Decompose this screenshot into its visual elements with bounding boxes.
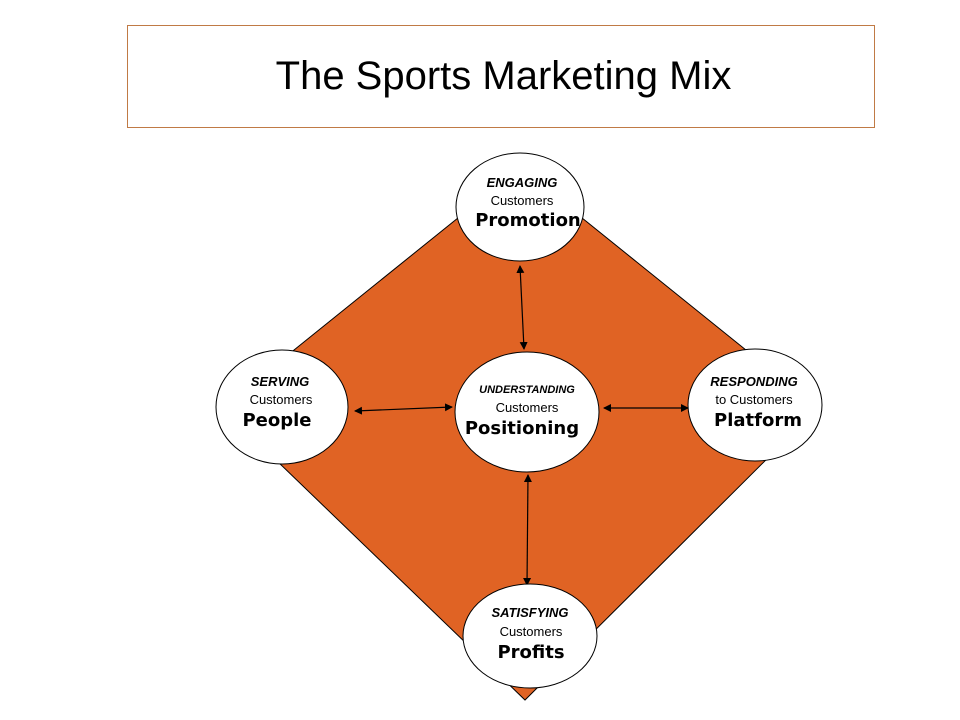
node-profits-object: Customers bbox=[500, 624, 563, 639]
page-title: The Sports Marketing Mix bbox=[275, 54, 732, 98]
node-promotion: ENGAGING Customers Promotion bbox=[455, 152, 585, 262]
node-profits: SATISFYING Customers Profits bbox=[462, 583, 598, 689]
node-positioning-p: Positioning bbox=[465, 418, 579, 439]
node-people-circle bbox=[215, 349, 349, 465]
node-platform: RESPONDING to Customers Platform bbox=[687, 348, 823, 462]
node-promotion-object: Customers bbox=[491, 193, 554, 208]
node-positioning-verb: UNDERSTANDING bbox=[479, 384, 575, 396]
arrow-center-bottom bbox=[523, 474, 532, 586]
node-positioning-circle bbox=[454, 351, 600, 473]
node-profits-circle bbox=[462, 583, 598, 689]
node-positioning-object: Customers bbox=[496, 400, 559, 415]
node-profits-p: Profits bbox=[497, 642, 564, 663]
node-profits-verb: SATISFYING bbox=[491, 605, 568, 620]
node-people-object: Customers bbox=[250, 392, 313, 407]
node-platform-p: Platform bbox=[714, 410, 802, 431]
node-promotion-p: Promotion bbox=[475, 210, 581, 231]
node-promotion-circle bbox=[455, 152, 585, 262]
node-promotion-verb: ENGAGING bbox=[487, 175, 558, 190]
node-people-verb: SERVING bbox=[251, 374, 310, 389]
node-people: SERVING Customers People bbox=[215, 349, 349, 465]
node-platform-verb: RESPONDING bbox=[710, 374, 797, 389]
title-box: The Sports Marketing Mix bbox=[127, 25, 875, 128]
node-platform-object: to Customers bbox=[715, 392, 793, 407]
node-positioning: UNDERSTANDING Customers Positioning bbox=[454, 351, 600, 473]
arrow-top-center bbox=[516, 265, 528, 350]
node-platform-circle bbox=[687, 348, 823, 462]
arrow-left-center bbox=[354, 403, 453, 415]
node-people-p: People bbox=[242, 410, 311, 431]
